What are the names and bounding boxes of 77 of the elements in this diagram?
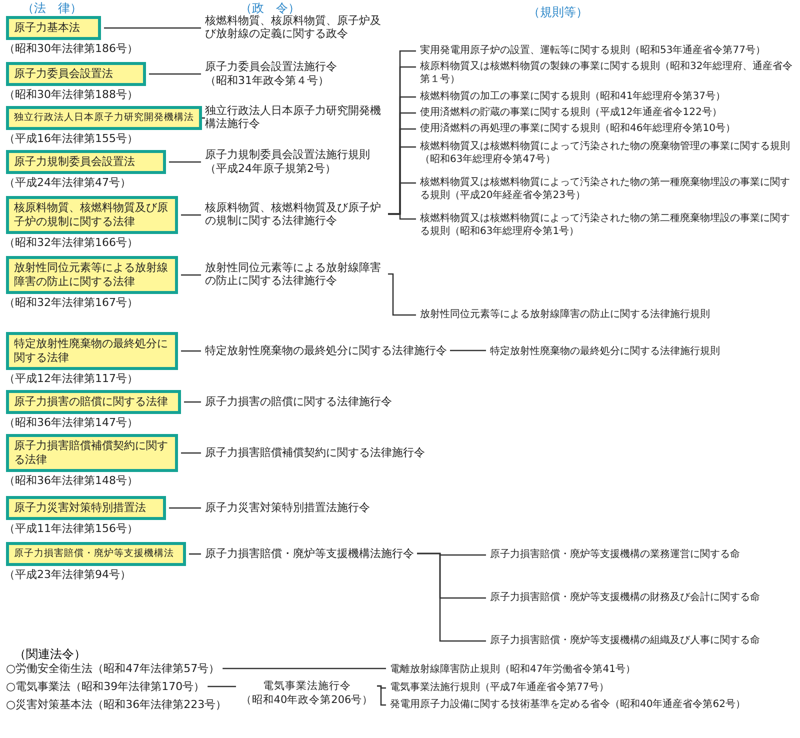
regulation-text: 電気事業法施行規則（平成7年通産省令第77号） (390, 681, 790, 694)
regulation-text: 核燃料物質又は核燃料物質によって汚染された物の第二種廃棄物埋設の事業に関する規則（昭和63年総理府令第1号） (420, 212, 795, 238)
law-box: 原子力委員会設置法 (6, 62, 146, 86)
law-number: （平成24年法律第47号） (4, 176, 131, 190)
regulation-text: 原子力委員会設置法施行令 (205, 60, 338, 74)
regulation-text: 原子力損害賠償補償契約に関する法律施行令 (205, 446, 425, 459)
law-box: 核原料物質、核燃料物質及び原子炉の規制に関する法律 (6, 196, 178, 234)
law-box: 原子力損害賠償・廃炉等支援機構法 (6, 542, 186, 566)
regulation-text: 放射性同位元素等による放射線障害の防止に関する法律施行令 (205, 261, 385, 287)
regulation-text: 核原料物質、核燃料物質及び原子炉の規制に関する法律施行令 (205, 201, 385, 227)
regulation-text: 独立行政法人日本原子力研究開発機構法施行令 (205, 104, 385, 130)
law-number: （昭和30年法律第188号） (4, 88, 138, 102)
law-box: 放射性同位元素等による放射線障害の防止に関する法律 (6, 256, 178, 294)
law-number: （昭和30年法律第186号） (4, 42, 138, 56)
column-heading: （規則等） (528, 4, 588, 20)
law-number: （昭和36年法律第148号） (4, 474, 138, 488)
regulation-text: 原子力規制委員会設置法施行規則 (205, 148, 371, 162)
connector-line (104, 27, 201, 29)
connector-line (169, 507, 201, 509)
law-number: （平成11年法律第156号） (4, 522, 138, 536)
regulation-text: 核燃料物質又は核燃料物質によって汚染された物の廃棄物管理の事業に関する規則（昭和63年総理府令第47号） (420, 140, 795, 166)
regulation-number: （昭和40年政令第206号） (240, 693, 374, 707)
regulation-text: 特定放射性廃棄物の最終処分に関する法律施行令 (205, 344, 447, 357)
regulation-text: 実用発電用原子炉の設置、運転等に関する規則（昭和53年通産省令第77号） (420, 44, 795, 57)
connector-line (169, 161, 201, 163)
law-number: （昭和36年法律第147号） (4, 416, 138, 430)
column-heading: （法 律） (22, 0, 82, 16)
regulation-text: 核燃料物質、核原料物質、原子炉及び放射線の定義に関する政令 (205, 14, 385, 40)
law-box: 特定放射性廃棄物の最終処分に関する法律 (6, 332, 178, 370)
regulation-text: 特定放射性廃棄物の最終処分に関する法律施行規則 (490, 345, 790, 358)
connector-line (181, 214, 201, 216)
regulation-text: 原子力損害賠償・廃炉等支援機構の組織及び人事に関する命 (490, 634, 790, 647)
connector-line (417, 552, 486, 642)
connector-line (388, 213, 416, 220)
regulation-number: （昭和31年政令第４号） (205, 74, 330, 88)
regulation-text: 発電用原子力設備に関する技術基準を定める省令（昭和40年通産省令第62号） (390, 698, 790, 711)
regulation-text: 原子力災害対策特別措置法施行令 (205, 501, 370, 514)
law-box: 独立行政法人日本原子力研究開発機構法 (6, 106, 202, 130)
regulation-text: 核燃料物質の加工の事業に関する規則（昭和41年総理府令第37号） (420, 90, 795, 103)
regulation-text: ○電気事業法（昭和39年法律第170号） (6, 680, 205, 693)
regulation-text: 電気事業法施行令 (262, 679, 352, 693)
connector-line (149, 73, 201, 75)
law-number: （平成12年法律第117号） (4, 372, 138, 386)
connector-line (181, 274, 201, 276)
regulation-number: （平成24年原子規第2号） (205, 162, 337, 176)
regulation-text: 電離放射線障害防止規則（昭和47年労働省令第41号） (390, 663, 790, 676)
connector-line (388, 273, 416, 316)
regulation-text: 核原料物質又は核燃料物質の製錬の事業に関する規則（昭和32年総理府、通産省令第１号） (420, 60, 795, 86)
column-heading: （政 令） (240, 0, 300, 15)
law-number: （昭和32年法律第166号） (4, 236, 138, 250)
law-box: 原子力災害対策特別措置法 (6, 496, 166, 520)
connector-line (208, 686, 236, 688)
regulation-text: 放射性同位元素等による放射線障害の防止に関する法律施行規則 (420, 308, 795, 321)
law-number: （平成23年法律第94号） (4, 568, 131, 582)
connector-line (222, 668, 386, 670)
law-number: （昭和32年法律第167号） (4, 296, 138, 310)
regulation-text: 使用済燃料の再処理の事業に関する規則（昭和46年総理府令第10号） (420, 122, 795, 135)
law-box: 原子力損害賠償補償契約に関する法律 (6, 434, 178, 472)
regulation-text: 核燃料物質又は核燃料物質によって汚染された物の第一種廃棄物埋設の事業に関する規則（平成20年経産省令第23号） (420, 176, 795, 202)
connector-line (450, 350, 486, 352)
connector-line (181, 452, 201, 454)
regulation-text: ○災害対策基本法（昭和36年法律第223号） (6, 698, 227, 711)
connector-line (189, 553, 201, 555)
regulation-text: 使用済燃料の貯蔵の事業に関する規則（平成12年通産省令122号） (420, 106, 795, 119)
column-heading: （関連法令） (14, 646, 86, 662)
connector-line (184, 401, 201, 403)
law-box: 原子力基本法 (6, 16, 101, 40)
regulation-text: 原子力損害賠償・廃炉等支援機構の財務及び会計に関する命 (490, 591, 790, 604)
regulation-text: 原子力損害賠償・廃炉等支援機構の業務運営に関する命 (490, 548, 790, 561)
connector-line (181, 350, 201, 352)
regulation-text: 原子力損害賠償・廃炉等支援機構法施行令 (205, 547, 414, 560)
regulation-text: 原子力損害の賠償に関する法律施行令 (205, 395, 392, 408)
connector-line (377, 685, 386, 706)
law-box: 原子力損害の賠償に関する法律 (6, 390, 181, 414)
regulation-text: ○労働安全衛生法（昭和47年法律第57号） (6, 662, 220, 675)
law-box: 原子力規制委員会設置法 (6, 150, 166, 174)
law-number: （平成16年法律第155号） (4, 132, 138, 146)
